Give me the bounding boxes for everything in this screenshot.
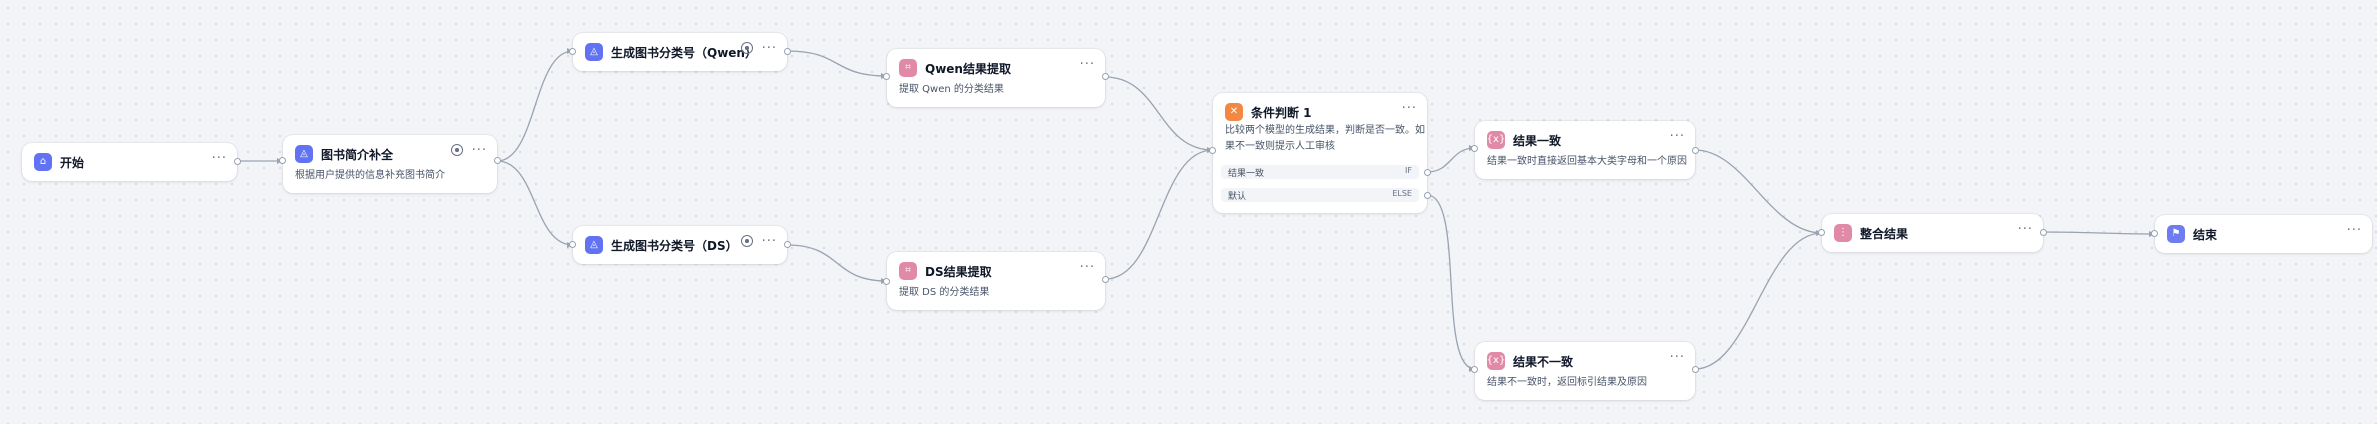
more-icon[interactable]: ··· <box>761 41 777 56</box>
more-icon[interactable]: ··· <box>1079 57 1095 72</box>
edge-dsextract-condition <box>1104 149 1214 280</box>
code-icon: ⌗ <box>899 262 917 280</box>
target-handle[interactable] <box>883 278 890 285</box>
node-qwen-extract[interactable]: ⌗ Qwen结果提取 ··· 提取 Qwen 的分类结果 <box>883 49 1109 107</box>
node-title: 结果不一致 <box>1513 354 1574 369</box>
edge-qwenextract-condition <box>1104 76 1214 151</box>
llm-icon: ◬ <box>585 236 603 254</box>
node-title: DS结果提取 <box>925 264 992 279</box>
source-handle-if[interactable] <box>1424 169 1431 176</box>
target-handle[interactable] <box>1471 366 1478 373</box>
more-icon[interactable]: ··· <box>1669 350 1685 365</box>
source-handle-else[interactable] <box>1424 192 1431 199</box>
desc-line-1: 比较两个模型的生成结果，判断是否一致。如 <box>1225 125 1425 136</box>
template-icon: {x} <box>1487 352 1505 370</box>
node-title: 结束 <box>2193 227 2218 242</box>
edge-condition-match <box>1426 147 1476 173</box>
more-icon[interactable]: ··· <box>1669 129 1685 144</box>
node-description: 结果一致时直接返回基本大类字母和一个原因 <box>1487 156 1687 167</box>
source-handle[interactable] <box>1692 147 1699 154</box>
target-handle[interactable] <box>1818 229 1825 236</box>
case-tag: ELSE <box>1392 189 1412 198</box>
edge-ds-dsextract <box>786 244 888 282</box>
node-description: 提取 DS 的分类结果 <box>899 287 990 298</box>
code-icon: ⌗ <box>899 59 917 77</box>
target-handle[interactable] <box>883 73 890 80</box>
llm-icon: ◬ <box>585 43 603 61</box>
source-handle[interactable] <box>494 157 501 164</box>
edge-supplement-ds <box>496 160 574 246</box>
more-icon[interactable]: ··· <box>761 234 777 249</box>
run-icon[interactable] <box>451 144 463 156</box>
more-icon[interactable]: ··· <box>2346 223 2362 238</box>
target-handle[interactable] <box>569 241 576 248</box>
more-icon[interactable]: ··· <box>471 143 487 158</box>
node-title: 整合结果 <box>1860 226 1909 241</box>
node-end[interactable]: ⚑ 结束 ··· <box>2151 215 2372 253</box>
node-supplement[interactable]: ◬ 图书简介补全 ··· 根据用户提供的信息补充图书简介 <box>279 135 501 193</box>
edge-supplement-qwen <box>496 50 574 162</box>
target-handle[interactable] <box>1471 145 1478 152</box>
desc-line-2: 果不一致则提示人工审核 <box>1225 141 1335 152</box>
node-ds-generate[interactable]: ◬ 生成图书分类号（DS） ··· <box>569 226 791 264</box>
case-label: 默认 <box>1228 192 1247 202</box>
more-icon[interactable]: ··· <box>2017 222 2033 237</box>
flag-icon: ⚑ <box>2167 225 2185 243</box>
case-label: 结果一致 <box>1228 169 1265 179</box>
target-handle[interactable] <box>1209 147 1216 154</box>
source-handle[interactable] <box>1692 366 1699 373</box>
node-description: 提取 Qwen 的分类结果 <box>899 84 1004 95</box>
node-description: 结果不一致时，返回标引结果及原因 <box>1487 377 1647 388</box>
run-icon[interactable] <box>741 235 753 247</box>
source-handle[interactable] <box>234 158 241 165</box>
node-mismatch[interactable]: {x} 结果不一致 ··· 结果不一致时，返回标引结果及原因 <box>1471 342 1699 400</box>
node-description: 比较两个模型的生成结果，判断是否一致。如 果不一致则提示人工审核 <box>1225 123 1425 155</box>
case-else: 默认 ELSE <box>1221 188 1419 202</box>
edge-mismatch-merge <box>1694 232 1823 370</box>
node-title: Qwen结果提取 <box>925 61 1011 76</box>
source-handle[interactable] <box>2040 229 2047 236</box>
target-handle[interactable] <box>569 48 576 55</box>
node-condition[interactable]: ✕ 条件判断 1 ··· 比较两个模型的生成结果，判断是否一致。如 果不一致则提示… <box>1209 93 1431 213</box>
source-handle[interactable] <box>784 241 791 248</box>
more-icon[interactable]: ··· <box>1401 101 1417 116</box>
aggregator-icon: ⋮ <box>1834 224 1852 242</box>
branch-icon: ✕ <box>1225 103 1243 121</box>
node-description: 根据用户提供的信息补充图书简介 <box>295 170 445 181</box>
edge-qwen-qwenextract <box>786 50 888 77</box>
node-match[interactable]: {x} 结果一致 ··· 结果一致时直接返回基本大类字母和一个原因 <box>1471 121 1699 179</box>
node-title: 图书简介补全 <box>321 147 394 162</box>
node-title: 开始 <box>60 155 85 170</box>
case-if: 结果一致 IF <box>1221 165 1419 179</box>
edge-match-merge <box>1694 149 1823 234</box>
node-title: 生成图书分类号（Qwen） <box>611 45 757 60</box>
home-icon: ⌂ <box>34 153 52 171</box>
node-start[interactable]: ⌂ 开始 ··· <box>22 143 241 181</box>
target-handle[interactable] <box>279 157 286 164</box>
source-handle[interactable] <box>1102 276 1109 283</box>
target-handle[interactable] <box>2151 230 2158 237</box>
node-merge[interactable]: ⋮ 整合结果 ··· <box>1818 214 2047 252</box>
node-ds-extract[interactable]: ⌗ DS结果提取 ··· 提取 DS 的分类结果 <box>883 252 1109 310</box>
edge-condition-mismatch <box>1426 194 1476 370</box>
llm-icon: ◬ <box>295 145 313 163</box>
node-title: 条件判断 1 <box>1251 105 1312 120</box>
source-handle[interactable] <box>1102 73 1109 80</box>
run-icon[interactable] <box>741 42 753 54</box>
source-handle[interactable] <box>784 48 791 55</box>
case-tag: IF <box>1405 166 1412 175</box>
node-title: 结果一致 <box>1513 133 1562 148</box>
edge-merge-end <box>2042 231 2156 235</box>
template-icon: {x} <box>1487 131 1505 149</box>
more-icon[interactable]: ··· <box>211 151 227 166</box>
more-icon[interactable]: ··· <box>1079 260 1095 275</box>
node-title: 生成图书分类号（DS） <box>611 238 738 253</box>
node-qwen-generate[interactable]: ◬ 生成图书分类号（Qwen） ··· <box>569 33 791 71</box>
